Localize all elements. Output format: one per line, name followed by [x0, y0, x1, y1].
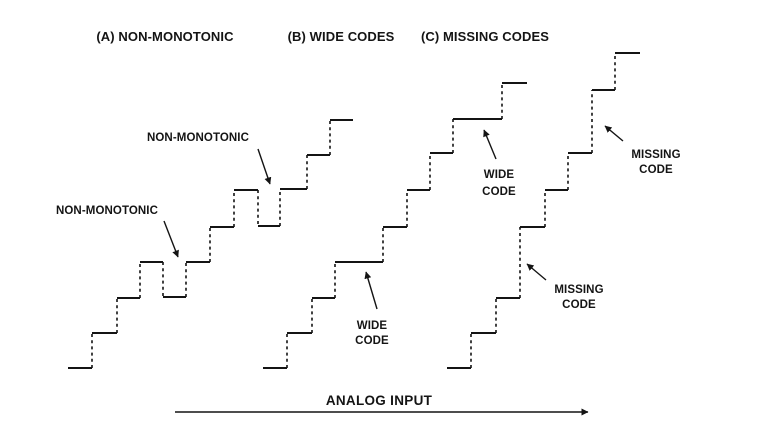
- staircase-wide-codes: [263, 82, 527, 369]
- annot-non-monotonic-upper: NON-MONOTONIC: [147, 132, 272, 185]
- annot-missing-code-upper-label: MISSING: [631, 149, 680, 161]
- annot-wide-code-upper: WIDE CODE: [482, 129, 516, 198]
- annot-missing-code-upper: MISSING CODE: [604, 125, 681, 176]
- analog-input-label: ANALOG INPUT: [326, 393, 433, 408]
- annot-wide-code-lower-label: CODE: [355, 335, 389, 347]
- annot-non-monotonic-upper-arrow: [257, 148, 272, 185]
- annot-non-monotonic-upper-label: NON-MONOTONIC: [147, 132, 249, 144]
- annot-wide-code-upper-arrow: [483, 129, 497, 160]
- annot-missing-code-upper-label: CODE: [639, 164, 673, 176]
- annot-missing-code-lower-arrow: [526, 263, 547, 281]
- analog-input-axis: ANALOG INPUT: [175, 393, 589, 416]
- annot-wide-code-lower-label: WIDE: [357, 320, 388, 332]
- annot-non-monotonic-lower-arrow: [163, 220, 179, 258]
- panel-title-panel-a: (A) NON-MONOTONIC: [96, 29, 234, 44]
- annot-missing-code-lower-label: MISSING: [554, 284, 603, 296]
- annot-wide-code-lower-arrow: [364, 271, 378, 310]
- annot-non-monotonic-lower-label: NON-MONOTONIC: [56, 205, 158, 217]
- panel-title-panel-b: (B) WIDE CODES: [288, 29, 395, 44]
- annot-wide-code-upper-label: CODE: [482, 186, 516, 198]
- staircase-non-monotonic: [68, 119, 353, 369]
- staircase-missing-codes: [447, 52, 640, 369]
- annot-non-monotonic-lower: NON-MONOTONIC: [56, 205, 179, 258]
- annot-wide-code-upper-label: WIDE: [484, 169, 515, 181]
- annot-missing-code-lower-label: CODE: [562, 299, 596, 311]
- annot-missing-code-lower: MISSING CODE: [526, 263, 604, 311]
- annot-wide-code-lower: WIDE CODE: [355, 271, 389, 347]
- panel-title-panel-c: (C) MISSING CODES: [421, 29, 549, 44]
- annot-missing-code-upper-arrow: [604, 125, 624, 142]
